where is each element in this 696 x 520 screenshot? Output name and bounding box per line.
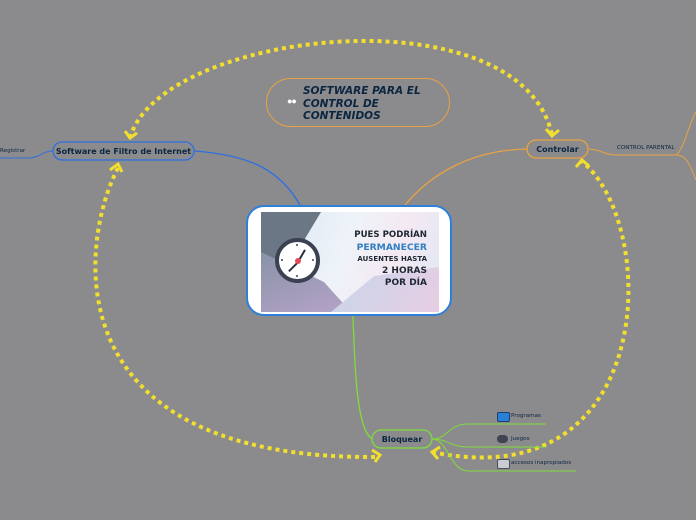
branch-accesos bbox=[431, 438, 576, 472]
clock-icon bbox=[275, 238, 320, 283]
leaf-programas[interactable]: Programas bbox=[511, 413, 541, 419]
branch-control-parental-up bbox=[675, 111, 696, 156]
arrowhead-bloquear-left bbox=[371, 448, 383, 463]
branch-registrar bbox=[0, 150, 54, 159]
infographic-line-5: POR DÍA bbox=[384, 278, 427, 288]
node-filtro-shape[interactable] bbox=[52, 141, 195, 161]
title-text: SOFTWARE PARA EL CONTROL DE CONTENIDOS bbox=[303, 85, 421, 122]
arrowhead-bloquear-right bbox=[429, 445, 441, 460]
branch-filtro bbox=[193, 150, 301, 206]
branch-controlar bbox=[404, 148, 528, 206]
central-topic-image[interactable]: PUES PODRÍAN PERMANECER AUSENTES HASTA 2… bbox=[246, 205, 452, 316]
node-controlar-shape[interactable] bbox=[526, 139, 589, 159]
node-filtro-label[interactable]: Software de Filtro de Internet bbox=[55, 146, 192, 156]
leaf-accesos[interactable]: accesos inapropiados bbox=[511, 460, 572, 466]
branch-bloquear bbox=[352, 315, 373, 440]
gamepad-icon bbox=[497, 435, 508, 443]
infographic-line-4: 2 HORAS bbox=[382, 266, 427, 276]
computer-icon bbox=[497, 412, 510, 422]
infographic-line-2: PERMANECER bbox=[356, 242, 427, 253]
leaf-control-parental[interactable]: CONTROL PARENTAL bbox=[617, 145, 675, 151]
node-bloquear-label[interactable]: Bloquear bbox=[381, 434, 423, 444]
arrowhead-filtro-top bbox=[123, 130, 138, 141]
relationship-right-arc[interactable] bbox=[431, 158, 631, 460]
eyes-icon: ●● bbox=[287, 96, 297, 106]
infographic-line-1: PUES PODRÍAN bbox=[354, 230, 427, 240]
arrowhead-filtro-bottom bbox=[109, 161, 124, 173]
title-bubble[interactable]: ●● SOFTWARE PARA EL CONTROL DE CONTENIDO… bbox=[266, 78, 450, 127]
node-controlar-label[interactable]: Controlar bbox=[536, 144, 579, 154]
relationship-top-arc[interactable] bbox=[128, 39, 554, 139]
branch-programas bbox=[431, 423, 546, 440]
infographic-image: PUES PODRÍAN PERMANECER AUSENTES HASTA 2… bbox=[261, 212, 439, 312]
relationship-left-arc[interactable] bbox=[93, 167, 378, 460]
warning-screen-icon bbox=[497, 459, 510, 469]
branch-control-parental bbox=[587, 148, 696, 181]
branch-juegos bbox=[431, 438, 546, 448]
leaf-registrar[interactable]: Registrar bbox=[0, 148, 26, 154]
leaf-juegos[interactable]: Juegos bbox=[511, 436, 530, 442]
arrowhead-controlar-top bbox=[544, 128, 560, 139]
arrowhead-controlar-bottom bbox=[574, 157, 590, 168]
infographic-line-3: AUSENTES HASTA bbox=[357, 255, 427, 263]
node-bloquear-shape[interactable] bbox=[371, 429, 433, 449]
